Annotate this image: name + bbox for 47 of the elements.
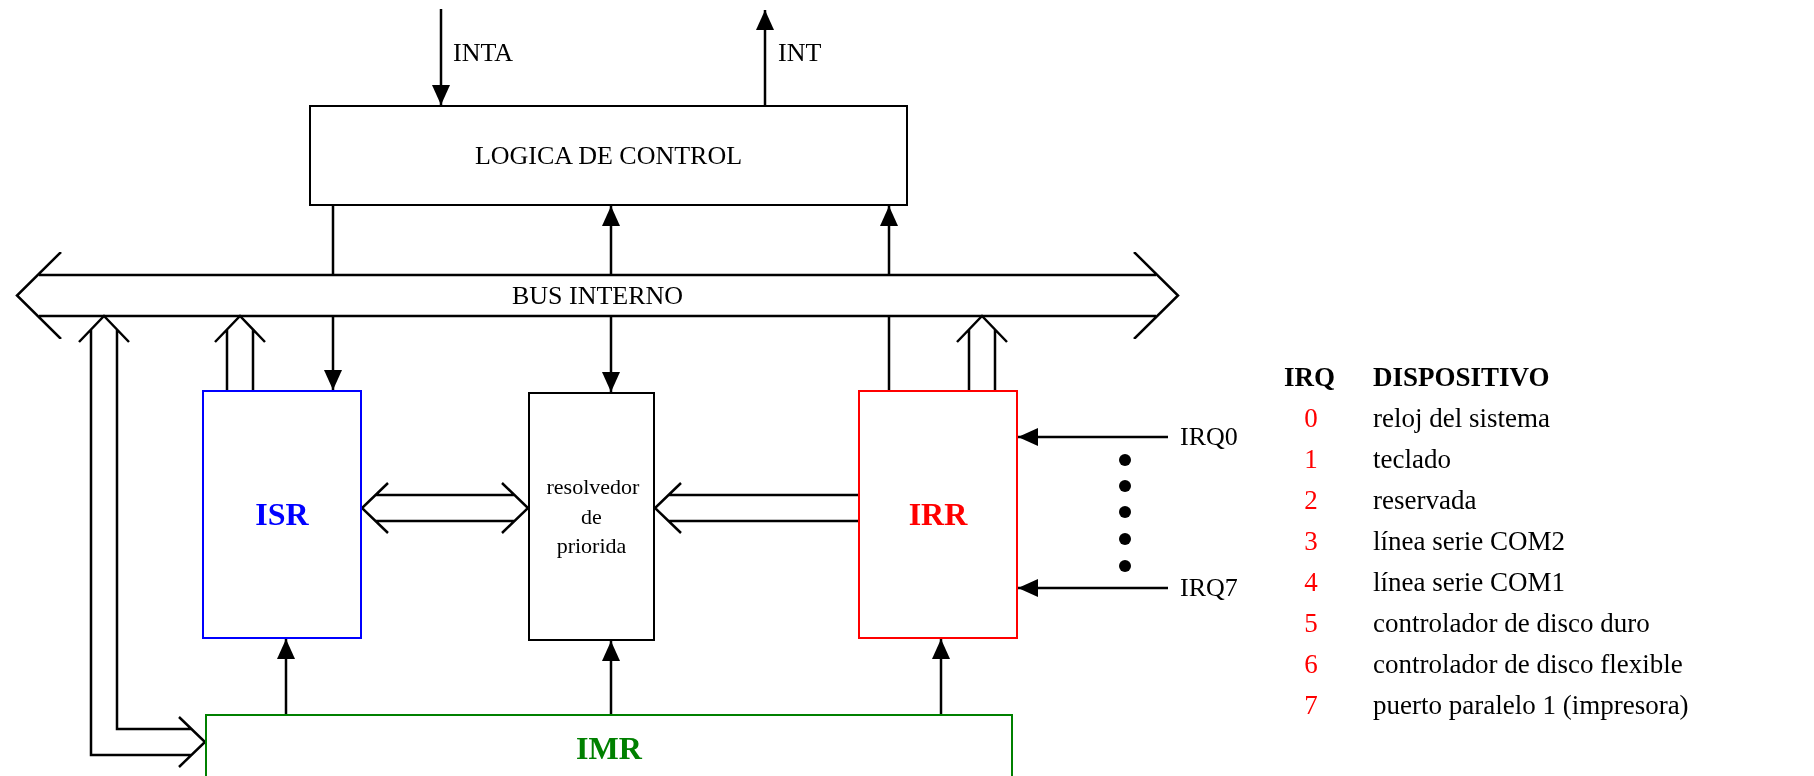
arrow [324,316,342,390]
irq-number: 1 [1303,444,1319,475]
arrow [432,9,450,105]
bus-arrow [213,314,267,392]
box-label: IRR [908,496,968,533]
irq-number: 4 [1303,567,1319,598]
device-name: línea serie COM1 [1373,567,1565,598]
control-logic-box [309,105,908,206]
bus-arrow [360,481,530,535]
bus-arrow [955,314,1009,392]
table-header: IRQ [1284,362,1335,393]
arrow [602,316,620,392]
irq-number: 0 [1303,403,1319,434]
irq-number: 6 [1303,649,1319,680]
internal-bus [15,252,1180,339]
box-label: ISR [255,496,309,533]
device-name: puerto paralelo 1 (impresora) [1373,690,1689,721]
arrow [1018,428,1168,446]
device-name: teclado [1373,444,1451,475]
register-box [202,390,362,639]
resolver-box [528,392,655,641]
arrow [756,10,774,105]
box-label: LOGICA DE CONTROL [474,140,743,171]
device-name: controlador de disco duro [1373,608,1650,639]
arrow [602,206,620,275]
arrow [932,639,950,714]
arrow [602,641,620,714]
irq-number: 3 [1303,526,1319,557]
device-name: reservada [1373,485,1477,516]
device-name: controlador de disco flexible [1373,649,1683,680]
device-name: línea serie COM2 [1373,526,1565,557]
irq-number: 5 [1303,608,1319,639]
bus-arrow [653,481,860,535]
irq-number: 2 [1303,485,1319,516]
arrow [880,206,898,275]
table-header: DISPOSITIVO [1373,362,1550,393]
box-label: IMR [576,730,642,767]
device-name: reloj del sistema [1373,403,1550,434]
register-box [858,390,1018,639]
connector-line [887,316,891,390]
register-box [205,714,1013,776]
bus-arrow [77,314,207,769]
box-label: resolvedor de priorida [546,472,637,561]
irq-number: 7 [1303,690,1319,721]
arrow [1018,579,1168,597]
connector-line [331,206,335,275]
arrow [277,639,295,714]
